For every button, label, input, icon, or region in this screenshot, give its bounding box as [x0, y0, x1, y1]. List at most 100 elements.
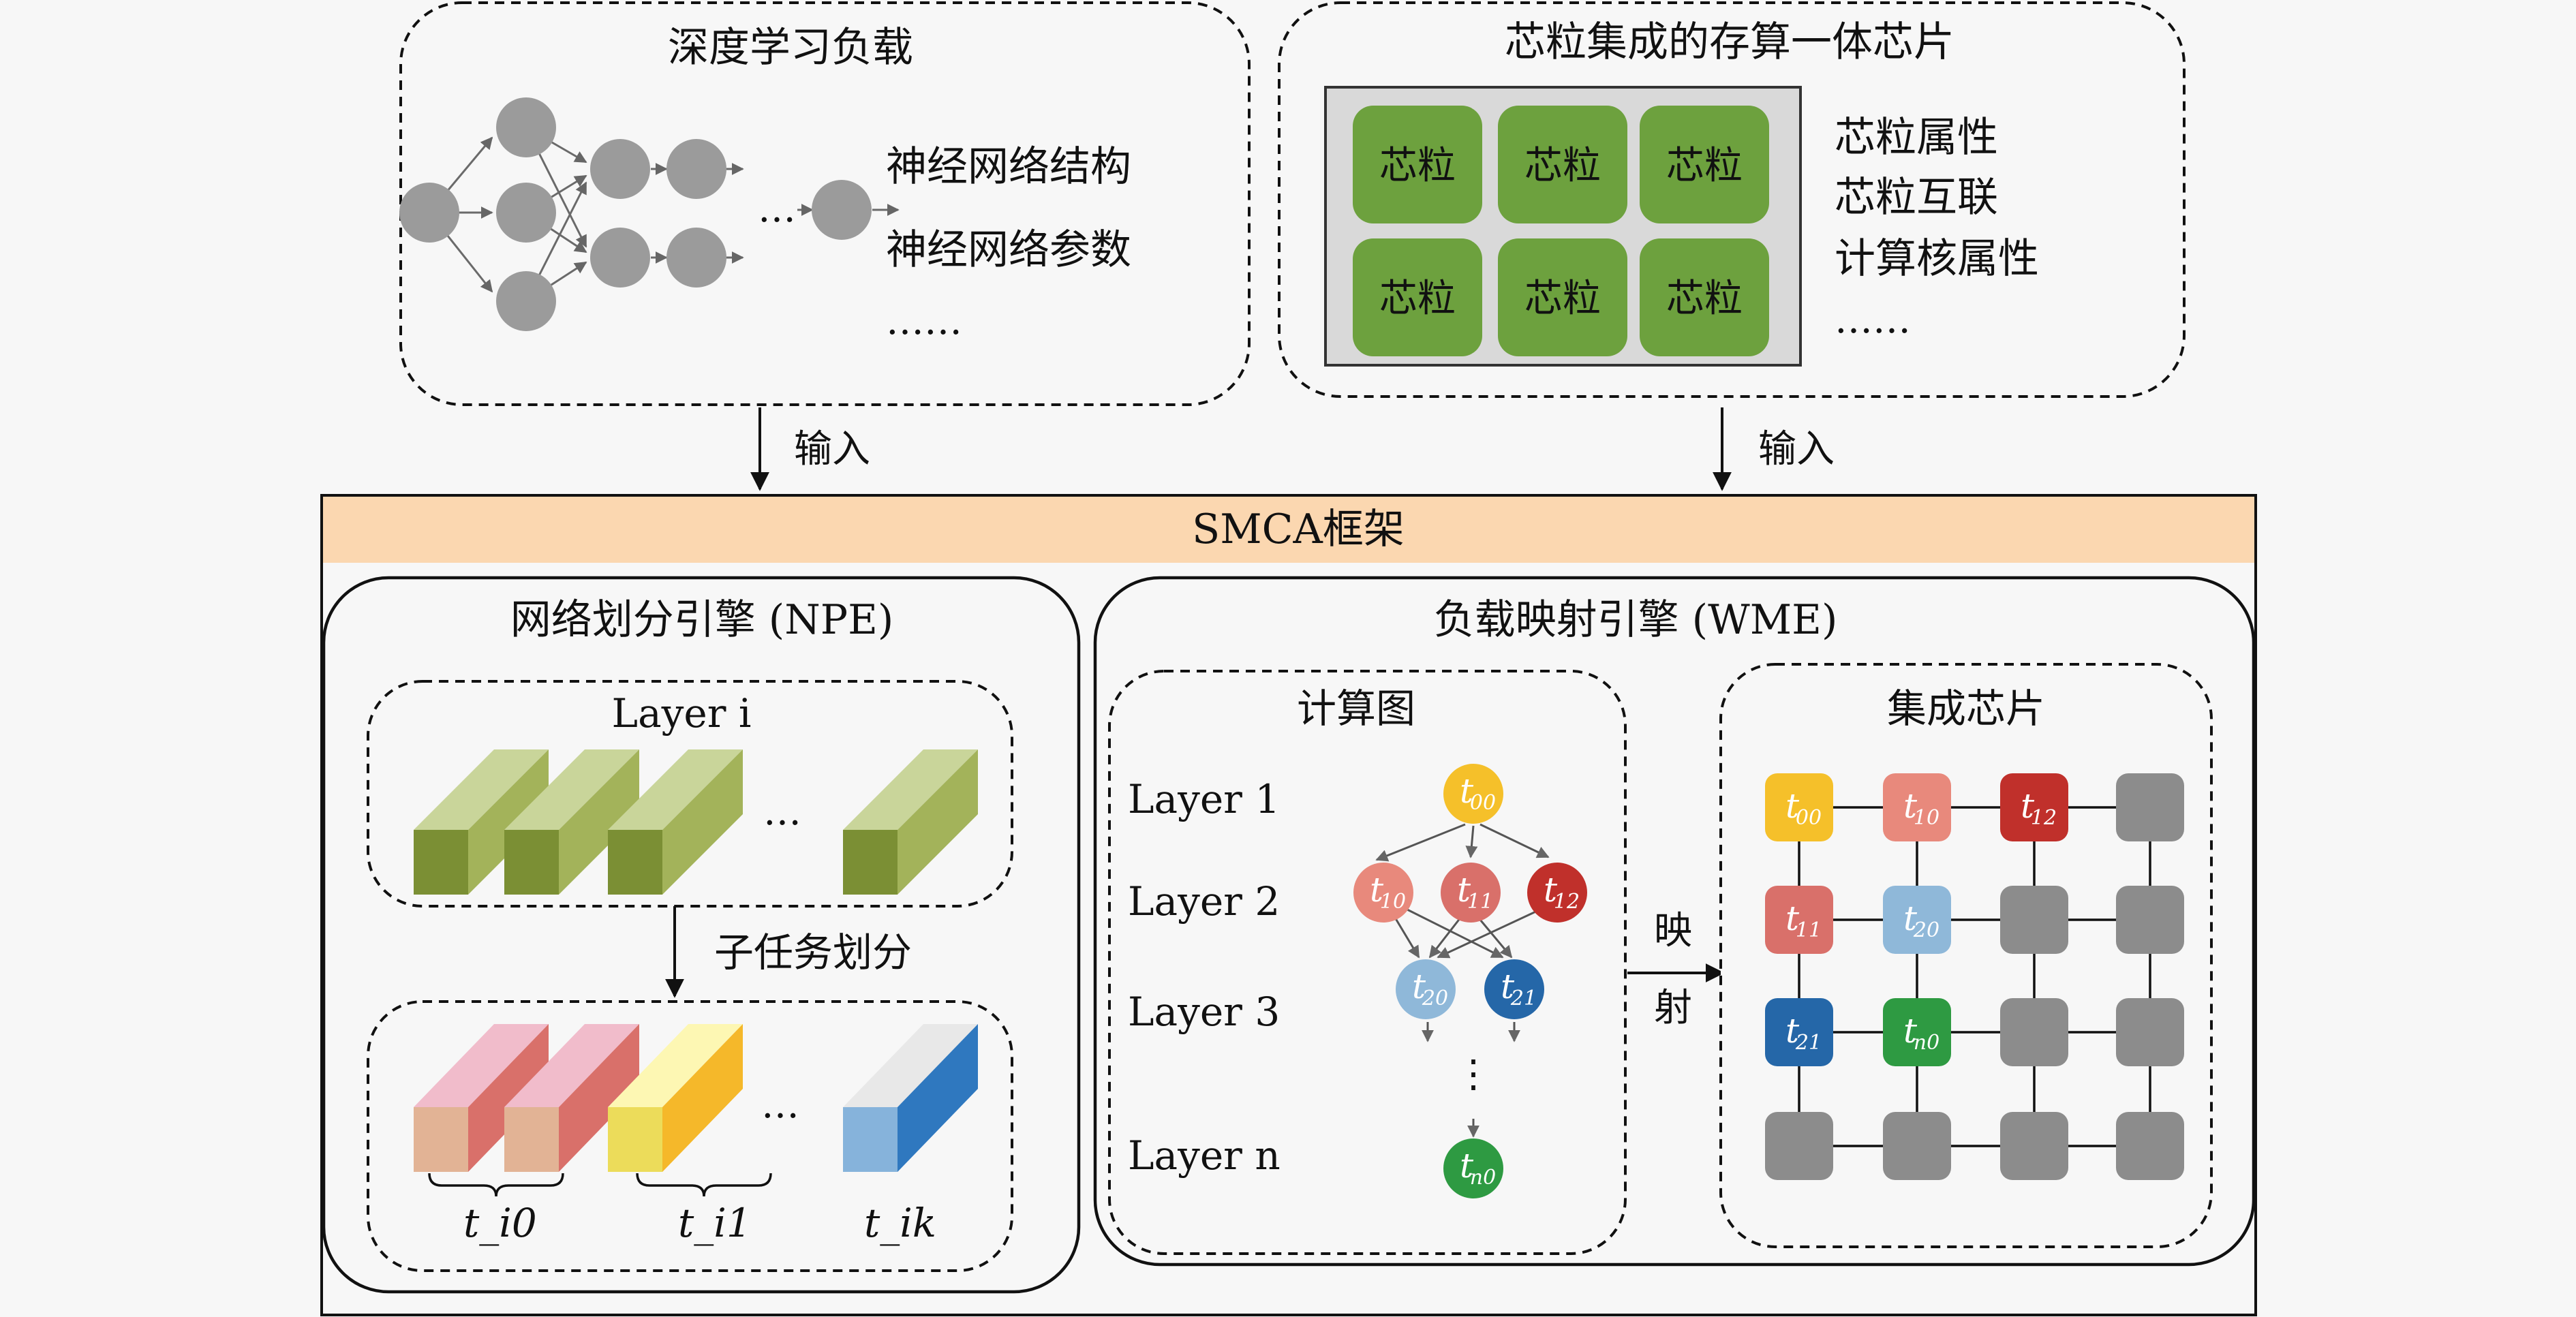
svg-text:t: t — [1785, 899, 1800, 938]
svg-text:t_ik: t_ik — [864, 1200, 936, 1246]
chiplet: 芯粒 — [1640, 106, 1769, 223]
svg-text:t: t — [1903, 899, 1918, 938]
layer-3-label: Layer 3 — [1128, 989, 1280, 1035]
svg-text:12: 12 — [2031, 806, 2057, 830]
input-label-left: 输入 — [794, 427, 870, 471]
workload-item-2: 神经网络参数 — [886, 226, 1131, 274]
graph-node-t21: t 21 — [1484, 959, 1544, 1019]
core-empty — [2116, 773, 2184, 841]
mapping-label-2: 射 — [1654, 986, 1692, 1030]
framework-title: SMCA框架 — [1192, 506, 1405, 553]
svg-text:n0: n0 — [1914, 1031, 1939, 1055]
graph-node-tn0: t n0 — [1443, 1138, 1503, 1198]
subtask-label: 子任务划分 — [714, 929, 912, 976]
layer-1-label: Layer 1 — [1128, 776, 1280, 822]
svg-text:芯粒: 芯粒 — [1666, 144, 1743, 188]
svg-text:t: t — [1370, 870, 1384, 910]
task-label-ti0: t_i0 — [463, 1200, 537, 1246]
chip-item-1: 芯粒属性 — [1835, 114, 1998, 161]
graph-vdots: ⋮ — [1454, 1052, 1492, 1096]
input-label-right: 输入 — [1758, 427, 1835, 471]
svg-text:t: t — [1785, 786, 1800, 826]
svg-text:21: 21 — [1510, 987, 1537, 1010]
core-empty — [1883, 1112, 1951, 1180]
svg-text:t: t — [1460, 1146, 1474, 1186]
svg-text:t: t — [1903, 1011, 1918, 1051]
core-empty — [1765, 1112, 1833, 1180]
graph-node-t20: t 20 — [1396, 959, 1456, 1019]
svg-text:t: t — [1460, 771, 1474, 811]
svg-text:t: t — [1785, 1011, 1800, 1051]
core-t00: t 00 — [1765, 773, 1833, 841]
chiplet: 芯粒 — [1498, 106, 1627, 223]
svg-text:芯粒: 芯粒 — [1524, 277, 1601, 321]
graph-node-t11: t 11 — [1441, 863, 1501, 923]
svg-text:t: t — [2021, 786, 2035, 826]
subtask-block — [414, 1024, 549, 1172]
svg-text:芯粒: 芯粒 — [1379, 144, 1456, 188]
svg-text:12: 12 — [1554, 890, 1580, 914]
svg-text:芯粒: 芯粒 — [1524, 144, 1601, 188]
svg-text:11: 11 — [1796, 918, 1822, 942]
chiplet-grid: 芯粒 芯粒 芯粒 芯粒 芯粒 芯粒 — [1353, 106, 1769, 356]
integrated-chip-box — [1719, 663, 2213, 1248]
svg-text:00: 00 — [1796, 806, 1822, 830]
core-tn0: t n0 — [1883, 998, 1951, 1066]
integrated-chip-title: 集成芯片 — [1887, 685, 2045, 732]
svg-text:n0: n0 — [1470, 1166, 1496, 1190]
chip-item-4: …… — [1835, 298, 1911, 342]
svg-text:t: t — [1903, 786, 1918, 826]
graph-node-t00: t 00 — [1443, 764, 1503, 824]
brace-ti1 — [636, 1173, 772, 1197]
chiplet: 芯粒 — [1353, 238, 1482, 356]
layer-block — [843, 749, 978, 895]
layer-block — [608, 749, 743, 895]
mapping-label-1: 映 — [1654, 909, 1692, 953]
graph-node-t10: t 10 — [1353, 863, 1413, 923]
framework-header-bar — [323, 497, 2254, 563]
core-t20: t 20 — [1883, 886, 1951, 954]
npe-title: 网络划分引擎 (NPE) — [510, 596, 894, 644]
layer-2-label: Layer 2 — [1128, 878, 1280, 925]
layer-block — [504, 749, 639, 895]
graph-node-t12: t 12 — [1527, 863, 1587, 923]
layer-ellipsis: … — [763, 790, 801, 834]
svg-text:10: 10 — [1914, 806, 1939, 830]
svg-text:t_i1: t_i1 — [678, 1200, 752, 1246]
core-empty — [2000, 1112, 2068, 1180]
core-empty — [2000, 998, 2068, 1066]
compute-graph-edges — [1375, 823, 1550, 1138]
core-empty — [2116, 886, 2184, 954]
svg-text:t_i0: t_i0 — [463, 1200, 537, 1246]
subtask-ellipsis: … — [761, 1083, 799, 1127]
chip-title: 芯粒集成的存算一体芯片 — [1505, 18, 1954, 66]
svg-text:21: 21 — [1795, 1031, 1822, 1055]
chiplet: 芯粒 — [1498, 238, 1627, 356]
mesh-links — [1798, 806, 2151, 1147]
compute-graph-box — [1108, 670, 1627, 1255]
task-label-ti1: t_i1 — [678, 1200, 752, 1246]
chip-item-2: 芯粒互联 — [1835, 174, 1998, 221]
core-t11: t 11 — [1765, 886, 1833, 954]
layer-blocks — [414, 749, 978, 895]
core-empty — [2116, 1112, 2184, 1180]
workload-title: 深度学习负载 — [668, 24, 913, 72]
workload-item-3: …… — [886, 299, 962, 343]
svg-text:t: t — [1457, 870, 1471, 910]
svg-text:20: 20 — [1913, 918, 1939, 942]
subtask-block — [843, 1024, 978, 1172]
workload-item-1: 神经网络结构 — [886, 143, 1131, 191]
core-t10: t 10 — [1883, 773, 1951, 841]
subtask-block — [608, 1024, 743, 1172]
chip-item-3: 计算核属性 — [1835, 235, 2039, 283]
core-empty — [2000, 886, 2068, 954]
svg-text:20: 20 — [1422, 987, 1448, 1010]
neural-network-nodes — [399, 97, 872, 331]
compute-graph-title: 计算图 — [1297, 685, 1415, 732]
brace-ti0 — [428, 1173, 564, 1197]
svg-text:11: 11 — [1467, 890, 1493, 914]
layer-i-label: Layer i — [612, 690, 752, 737]
svg-text:10: 10 — [1380, 890, 1406, 914]
layer-block — [414, 749, 549, 895]
